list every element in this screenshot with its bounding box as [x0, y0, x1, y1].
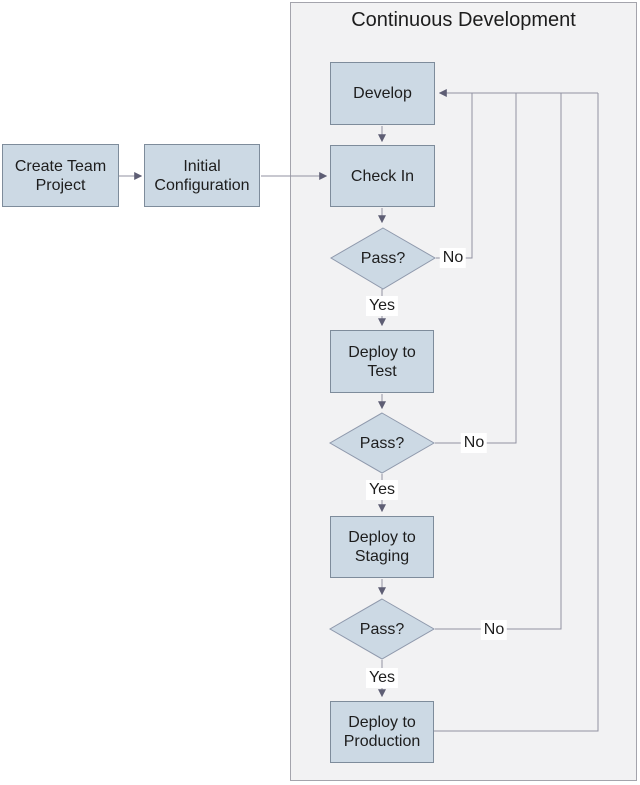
- node-deploy-to-production-label: Deploy to Production: [343, 714, 421, 750]
- node-develop-label: Develop: [353, 85, 412, 102]
- node-initial-configuration: Initial Configuration: [144, 144, 260, 207]
- node-create-team-project-label: Create Team Project: [14, 157, 107, 194]
- node-develop: Develop: [330, 62, 435, 125]
- decision-pass-2-label: Pass?: [359, 434, 405, 452]
- decision-pass-1-label: Pass?: [360, 249, 406, 267]
- node-create-team-project: Create Team Project: [2, 144, 119, 207]
- edge-label-no-1: No: [439, 248, 467, 268]
- node-initial-configuration-label: Initial Configuration: [154, 157, 250, 194]
- decision-pass-3-label: Pass?: [359, 620, 405, 638]
- node-check-in-label: Check In: [350, 167, 415, 185]
- edge-label-no-3: No: [480, 620, 508, 640]
- edge-label-yes-1: Yes: [365, 296, 399, 316]
- node-check-in: Check In: [330, 145, 435, 207]
- group-title: Continuous Development: [351, 9, 576, 31]
- node-deploy-to-test-label: Deploy to Test: [348, 343, 416, 380]
- node-deploy-to-production: Deploy to Production: [330, 701, 434, 763]
- edge-label-yes-3: Yes: [365, 668, 399, 688]
- node-deploy-to-test: Deploy to Test: [330, 330, 434, 393]
- node-deploy-to-staging-label: Deploy to Staging: [348, 529, 416, 565]
- edge-label-yes-2: Yes: [365, 480, 399, 500]
- node-deploy-to-staging: Deploy to Staging: [330, 516, 434, 578]
- edge-label-no-2: No: [460, 433, 488, 453]
